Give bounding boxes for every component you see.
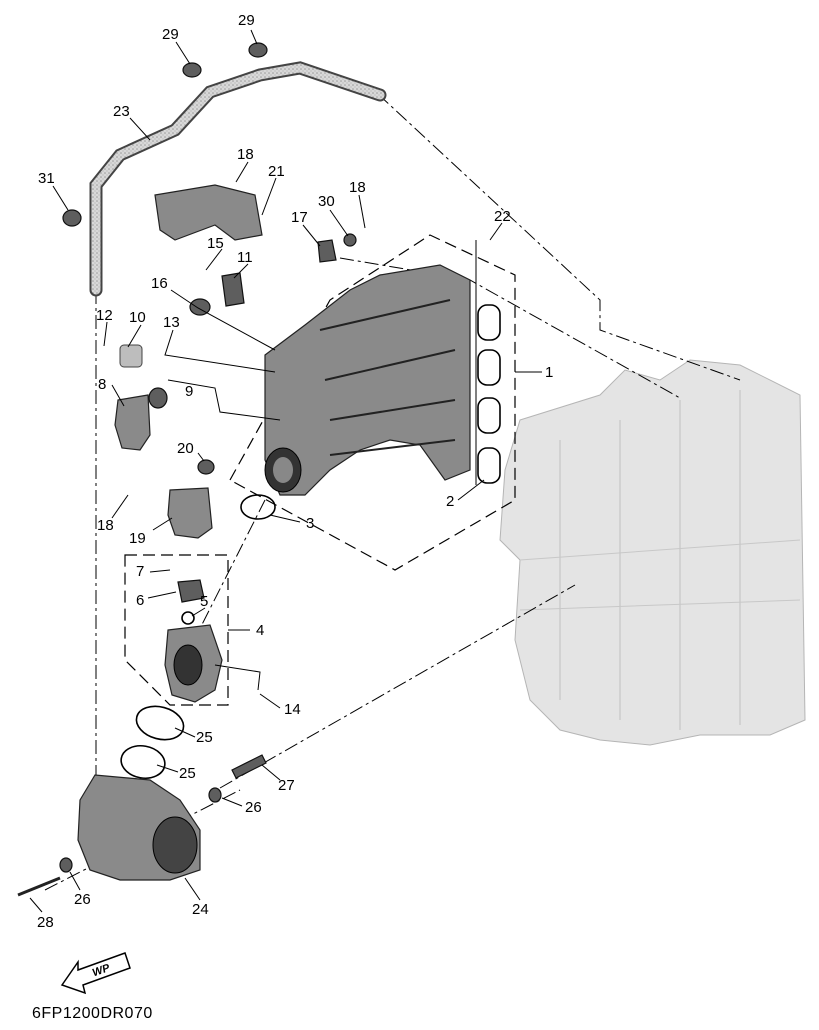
- direction-badge: WP: [91, 962, 112, 980]
- clamp-31: [62, 209, 82, 227]
- part-27: [231, 754, 267, 779]
- callout-26: 26: [245, 799, 262, 816]
- part-10: [119, 344, 143, 368]
- callout-8: 8: [98, 376, 106, 393]
- part-11: [221, 272, 245, 307]
- callout-29: 29: [162, 26, 179, 43]
- callout-25: 25: [179, 765, 196, 782]
- callout-26: 26: [74, 891, 91, 908]
- callout-27: 27: [278, 777, 295, 794]
- callout-19: 19: [129, 530, 146, 547]
- callout-16: 16: [151, 275, 168, 292]
- callout-13: 13: [163, 314, 180, 331]
- part-30: [343, 233, 357, 247]
- clamp-29a: [182, 62, 202, 78]
- callout-23: 23: [113, 103, 130, 120]
- engine-block: [499, 359, 806, 746]
- part-16: [189, 298, 211, 316]
- callout-12: 12: [96, 307, 113, 324]
- callout-5: 5: [200, 593, 208, 610]
- gasket-25b: [120, 744, 166, 780]
- part-8: [114, 394, 151, 451]
- group-outline-1: [229, 234, 516, 571]
- intake-silencer: [77, 774, 201, 881]
- throttle-body: [164, 624, 223, 703]
- callout-14: 14: [284, 701, 301, 718]
- bracket-21: [154, 184, 263, 241]
- o-ring-3: [240, 494, 276, 520]
- manifold-gasket: [477, 304, 501, 484]
- grommet-26a: [208, 787, 222, 803]
- callout-21: 21: [268, 163, 285, 180]
- bolt-28: [17, 876, 61, 897]
- callout-15: 15: [207, 235, 224, 252]
- direction-arrow-icon: WP: [60, 952, 131, 995]
- clamp-29b: [248, 42, 268, 58]
- leader-lines: [29, 29, 542, 913]
- callout-31: 31: [38, 170, 55, 187]
- callout-numbers: 29 29 23 31 18 21 18 30 17 22 15 11 16 1…: [37, 12, 553, 931]
- callout-6: 6: [136, 592, 144, 609]
- intake-manifold: [264, 264, 471, 496]
- callout-2: 2: [446, 493, 454, 510]
- part-17: [317, 239, 337, 263]
- group-outline-4: [124, 554, 229, 706]
- callout-28: 28: [37, 914, 54, 931]
- callout-10: 10: [129, 309, 146, 326]
- callout-18: 18: [97, 517, 114, 534]
- callout-20: 20: [177, 440, 194, 457]
- gasket-25a: [135, 705, 185, 741]
- diagram-code: 6FP1200DR070: [32, 1005, 153, 1022]
- callout-9: 9: [185, 383, 193, 400]
- callout-4: 4: [256, 622, 264, 639]
- o-ring-5: [181, 611, 195, 625]
- part-9: [148, 387, 168, 409]
- part-20: [197, 459, 215, 475]
- grommet-26b: [59, 857, 73, 873]
- callout-29: 29: [238, 12, 255, 29]
- callout-3: 3: [306, 515, 314, 532]
- callout-22: 22: [494, 208, 511, 225]
- part-6: [177, 579, 205, 603]
- part-19: [167, 487, 213, 539]
- callout-18: 18: [349, 179, 366, 196]
- callout-17: 17: [291, 209, 308, 226]
- callout-7: 7: [136, 563, 144, 580]
- callout-18: 18: [237, 146, 254, 163]
- callout-11: 11: [237, 249, 253, 266]
- callout-24: 24: [192, 901, 209, 918]
- callout-1: 1: [545, 364, 553, 381]
- callout-30: 30: [318, 193, 335, 210]
- callout-25: 25: [196, 729, 213, 746]
